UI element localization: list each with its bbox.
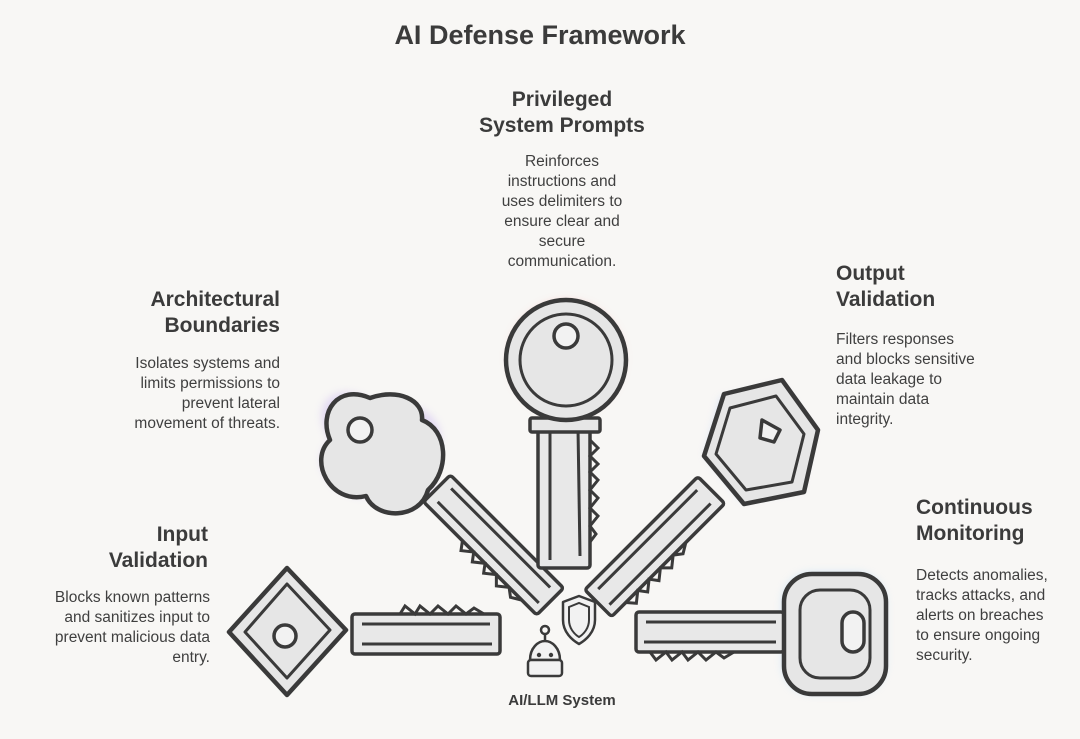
output-validation-desc-line: maintain data xyxy=(836,391,930,408)
privileged-system-prompts-key-icon xyxy=(503,297,629,570)
input-validation-description: Blocks known patterns and sanitizes inpu… xyxy=(0,588,210,668)
continuous-monitoring-desc-line: to ensure ongoing xyxy=(916,627,1041,644)
input-validation-heading-line: Input xyxy=(156,523,208,546)
privileged-system-prompts-desc-line: Reinforces xyxy=(524,153,600,170)
input-validation-heading-line: Validation xyxy=(108,549,208,572)
architectural-boundaries-heading-line: Boundaries xyxy=(164,314,280,337)
output-validation-key-icon xyxy=(584,377,821,618)
output-validation-heading-line: Output xyxy=(836,262,905,285)
architectural-boundaries-heading-line: Architectural xyxy=(150,288,280,311)
architectural-boundaries-desc-line: prevent lateral xyxy=(181,395,280,412)
output-validation-desc-line: integrity. xyxy=(836,411,894,428)
continuous-monitoring-key-icon xyxy=(634,571,889,697)
architectural-boundaries-key-icon xyxy=(318,392,565,616)
privileged-system-prompts-heading-line: System Prompts xyxy=(479,114,645,137)
output-validation-description: Filters responses and blocks sensitive d… xyxy=(836,330,1036,430)
architectural-boundaries-description: Isolates systems and limits permissions … xyxy=(90,354,280,434)
output-validation-heading-line: Validation xyxy=(836,288,936,311)
robot-icon xyxy=(526,624,564,678)
continuous-monitoring-desc-line: Detects anomalies, xyxy=(916,567,1048,584)
architectural-boundaries-desc-line: limits permissions to xyxy=(140,375,280,392)
privileged-system-prompts-desc-line: ensure clear and xyxy=(504,213,620,230)
input-validation-heading: Input Validation xyxy=(60,522,208,574)
continuous-monitoring-desc-line: alerts on breaches xyxy=(916,607,1044,624)
privileged-system-prompts-heading-line: Privileged xyxy=(511,88,613,111)
output-validation-desc-line: Filters responses xyxy=(836,331,955,348)
diagram-title: AI Defense Framework xyxy=(394,20,686,50)
continuous-monitoring-desc-line: tracks attacks, and xyxy=(916,587,1046,604)
input-validation-desc-line: Blocks known patterns xyxy=(54,589,210,606)
privileged-system-prompts-desc-line: uses delimiters to xyxy=(501,193,623,210)
architectural-boundaries-heading: Architectural Boundaries xyxy=(100,287,280,339)
privileged-system-prompts-desc-line: instructions and xyxy=(507,173,617,190)
continuous-monitoring-heading-line: Continuous xyxy=(916,496,1033,519)
input-validation-key-icon xyxy=(226,565,502,698)
continuous-monitoring-heading-line: Monitoring xyxy=(916,522,1025,545)
shield-icon xyxy=(561,594,597,646)
privileged-system-prompts-desc-line: communication. xyxy=(507,253,617,270)
continuous-monitoring-heading: Continuous Monitoring xyxy=(916,495,1076,547)
architectural-boundaries-desc-line: Isolates systems and xyxy=(135,355,280,372)
privileged-system-prompts-desc-line: secure xyxy=(538,233,586,250)
output-validation-desc-line: data leakage to xyxy=(836,371,943,388)
privileged-system-prompts-description: Reinforces instructions and uses delimit… xyxy=(462,152,662,272)
output-validation-desc-line: and blocks sensitive xyxy=(836,351,975,368)
output-validation-heading: Output Validation xyxy=(836,261,1036,313)
continuous-monitoring-description: Detects anomalies, tracks attacks, and a… xyxy=(916,566,1078,666)
center-system-label: AI/LLM System xyxy=(508,692,616,709)
input-validation-desc-line: entry. xyxy=(172,649,210,666)
input-validation-desc-line: and sanitizes input to xyxy=(64,609,210,626)
architectural-boundaries-desc-line: movement of threats. xyxy=(134,415,280,432)
privileged-system-prompts-heading: Privileged System Prompts xyxy=(452,87,672,139)
continuous-monitoring-desc-line: security. xyxy=(916,647,973,664)
input-validation-desc-line: prevent malicious data xyxy=(54,629,210,646)
